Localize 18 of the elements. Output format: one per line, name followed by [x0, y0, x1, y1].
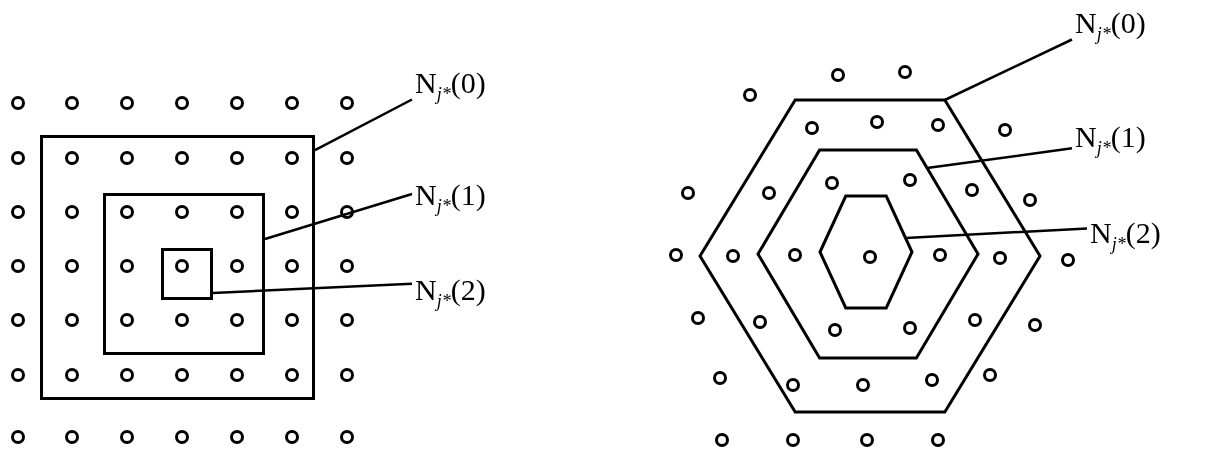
hexagon-outline — [820, 196, 912, 308]
hexagon-outline — [700, 100, 1040, 412]
node-label: N$_{j*}$(2) — [415, 275, 486, 310]
node-label: N$_{j*}$(2) — [1090, 218, 1161, 253]
leader-line — [264, 192, 413, 241]
node-label: N$_{j*}$(0) — [415, 68, 486, 103]
leader-line — [212, 282, 413, 295]
square-outline — [161, 248, 213, 300]
leader-line — [944, 38, 1073, 102]
square-outline — [40, 135, 315, 400]
leader-line — [314, 98, 413, 152]
node-label: N$_{j*}$(1) — [415, 180, 486, 215]
node-label: N$_{j*}$(1) — [1075, 122, 1146, 157]
leader-line — [926, 147, 1073, 170]
leader-line — [905, 227, 1088, 240]
node-label: N$_{j*}$(0) — [1075, 8, 1146, 43]
hexagon-outline — [758, 150, 978, 358]
square-outline — [103, 193, 265, 355]
